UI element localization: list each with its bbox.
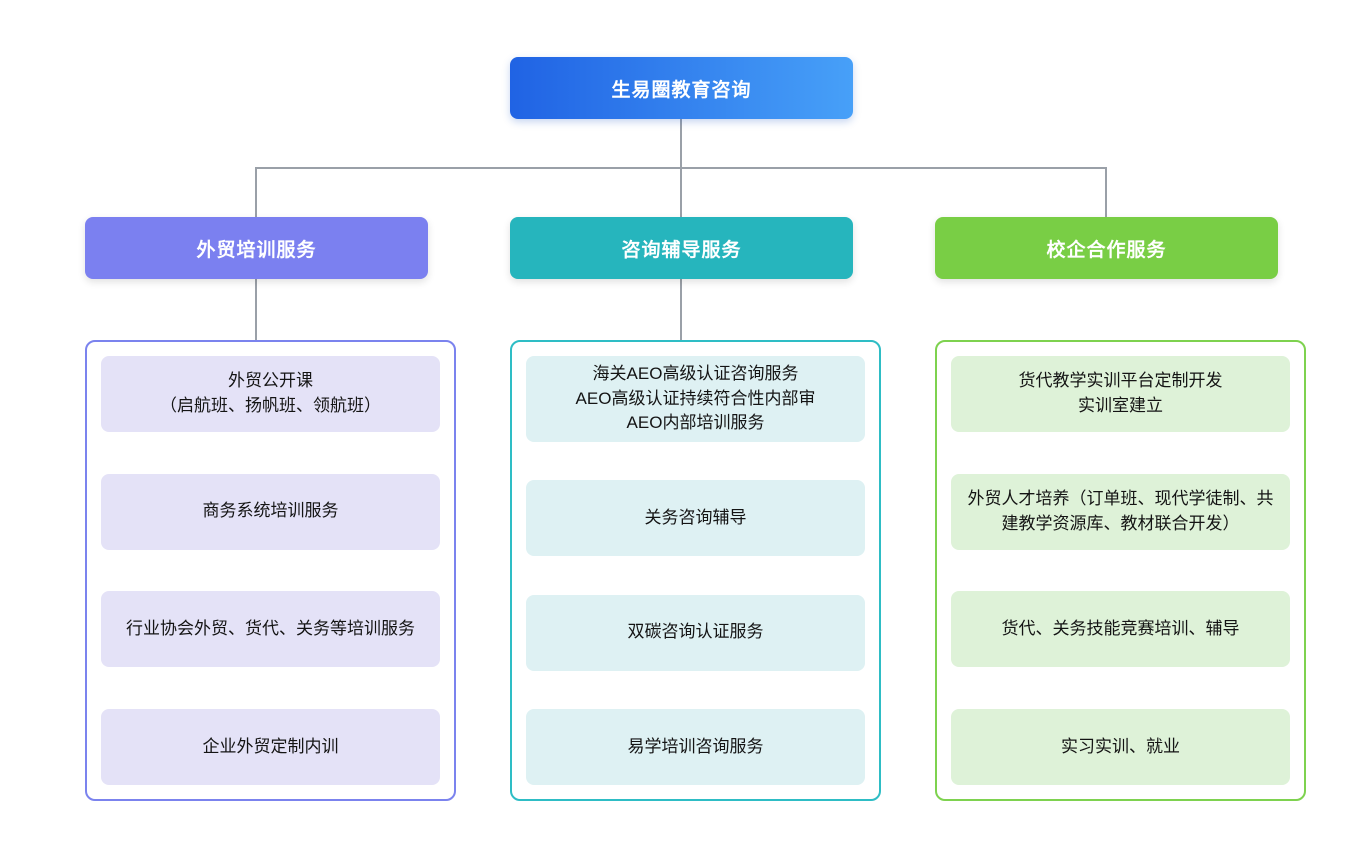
- branch-item: 关务咨询辅导: [526, 480, 865, 557]
- branch-item: 商务系统培训服务: [101, 473, 440, 550]
- branch-header-label: 校企合作服务: [1046, 239, 1167, 261]
- connector-branch1-to-box: [255, 279, 257, 341]
- branch-item: 企业外贸定制内训: [101, 708, 440, 785]
- branch-item: 海关AEO高级认证咨询服务 AEO高级认证持续符合性内部审 AEO内部培训服务: [526, 356, 865, 442]
- branch-box-consulting: 海关AEO高级认证咨询服务 AEO高级认证持续符合性内部审 AEO内部培训服务 …: [510, 340, 881, 801]
- connector-drop-branch-1: [255, 167, 257, 218]
- branch-header-consulting: 咨询辅导服务: [510, 217, 853, 279]
- branch-item: 易学培训咨询服务: [526, 709, 865, 785]
- branch-item: 外贸人才培养（订单班、现代学徒制、共建教学资源库、教材联合开发）: [951, 473, 1290, 550]
- connector-drop-branch-2: [680, 167, 682, 218]
- branch-item: 货代、关务技能竞赛培训、辅导: [951, 591, 1290, 668]
- branch-item: 外贸公开课 （启航班、扬帆班、领航班）: [101, 356, 440, 432]
- branch-item: 行业协会外贸、货代、关务等培训服务: [101, 591, 440, 668]
- branch-header-trade-training: 外贸培训服务: [85, 217, 428, 279]
- branch-item: 双碳咨询认证服务: [526, 594, 865, 671]
- root-node-label: 生易圈教育咨询: [611, 79, 752, 101]
- branch-header-label: 咨询辅导服务: [621, 239, 742, 261]
- connector-root-vertical: [680, 119, 682, 168]
- connector-drop-branch-3: [1105, 167, 1107, 218]
- branch-item: 实习实训、就业: [951, 708, 1290, 785]
- branch-box-trade-training: 外贸公开课 （启航班、扬帆班、领航班） 商务系统培训服务 行业协会外贸、货代、关…: [85, 340, 456, 801]
- root-node: 生易圈教育咨询: [510, 57, 853, 119]
- branch-box-school-enterprise: 货代教学实训平台定制开发 实训室建立 外贸人才培养（订单班、现代学徒制、共建教学…: [935, 340, 1306, 801]
- branch-item: 货代教学实训平台定制开发 实训室建立: [951, 356, 1290, 432]
- branch-header-school-enterprise: 校企合作服务: [935, 217, 1278, 279]
- connector-branch2-to-box: [680, 279, 682, 341]
- branch-header-label: 外贸培训服务: [196, 239, 317, 261]
